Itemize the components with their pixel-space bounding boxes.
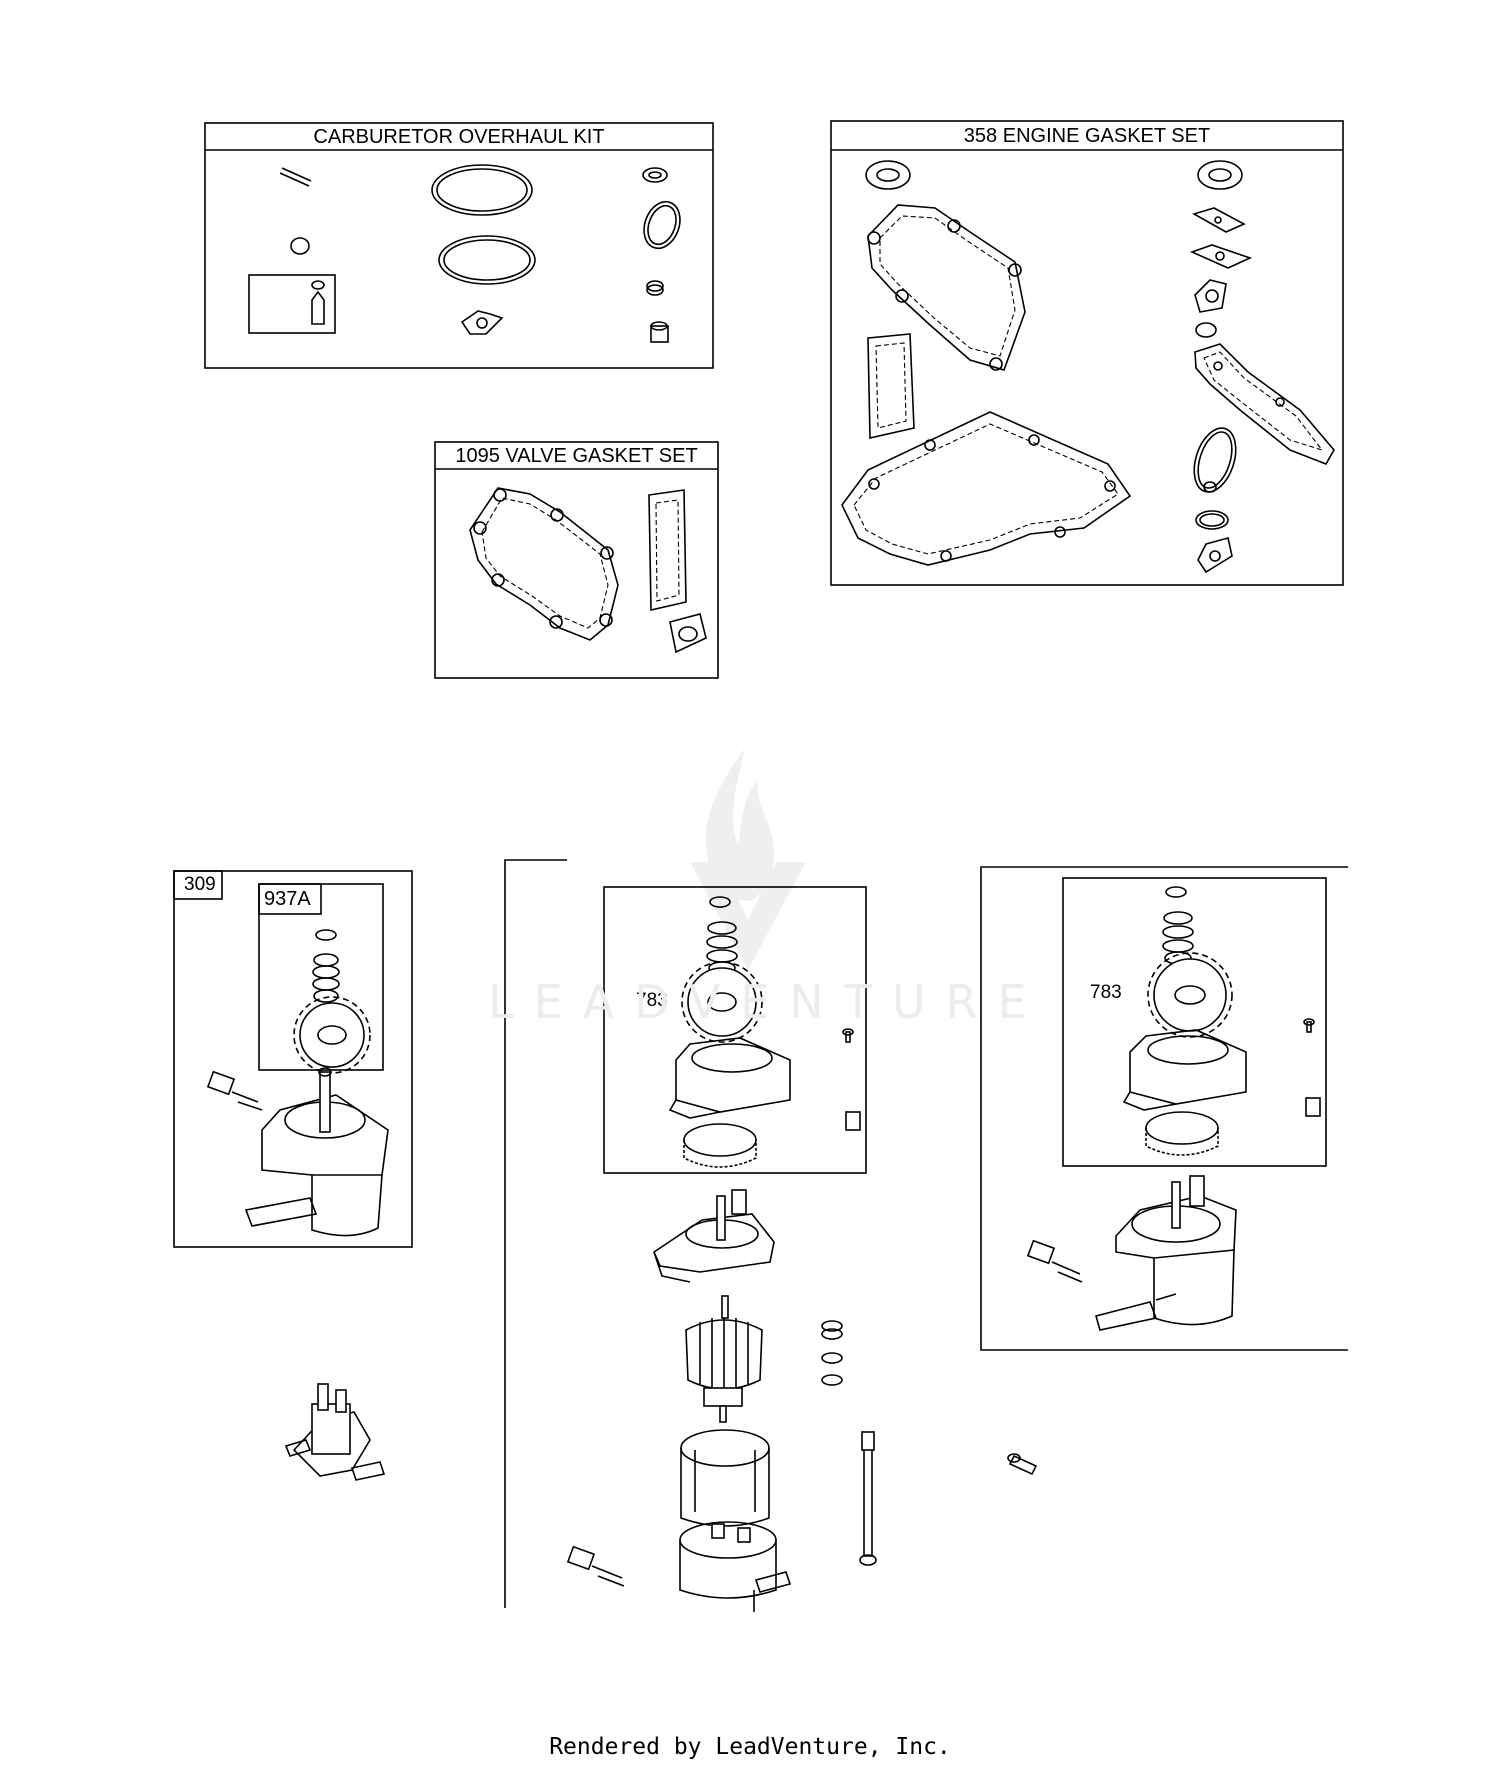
armature-icon xyxy=(685,1295,763,1423)
screw-icon xyxy=(1303,1018,1315,1033)
check-valve-icon xyxy=(248,274,336,334)
terminal-connector-icon xyxy=(1026,1239,1083,1283)
washer-icon xyxy=(646,280,664,296)
spring-icon xyxy=(706,921,738,975)
footer-credit: Rendered by LeadVenture, Inc. xyxy=(549,1734,951,1760)
washer-icon xyxy=(821,1320,843,1386)
clutch-icon xyxy=(1145,1111,1219,1156)
spring-icon xyxy=(1162,911,1194,965)
bushing-icon xyxy=(650,321,669,343)
callout-783-center: 783 xyxy=(636,990,668,1011)
o-ring-icon xyxy=(1195,322,1217,338)
field-housing-icon xyxy=(680,1429,770,1527)
engine-gasket-set-box xyxy=(830,120,1344,586)
watermark-text: LEADVENTURE xyxy=(488,975,1047,1029)
pin-icon xyxy=(279,167,312,187)
starter-assembly-box xyxy=(173,870,413,1248)
o-ring-icon xyxy=(1193,427,1237,493)
breather-gasket-icon xyxy=(1194,343,1335,465)
retainer-clip-icon xyxy=(315,929,337,941)
gasket-icon xyxy=(460,310,504,335)
center-starter-exploded-view xyxy=(504,859,877,1612)
gasket-icon xyxy=(1194,279,1227,313)
callout-937a: 937A xyxy=(264,888,311,910)
gasket-icon xyxy=(1189,244,1253,269)
starter-motor-icon xyxy=(244,1067,389,1237)
o-ring-icon xyxy=(643,200,681,250)
nut-icon xyxy=(845,1111,861,1131)
screw-icon xyxy=(1007,1453,1038,1476)
gasket-icon xyxy=(1191,207,1246,233)
valve-cover-gasket-icon xyxy=(648,489,687,611)
clutch-icon xyxy=(683,1123,757,1168)
screw-icon xyxy=(842,1028,854,1043)
float-bowl-gasket-icon xyxy=(431,164,533,216)
valve-gasket-set-title: 1095 VALVE GASKET SET xyxy=(455,445,698,467)
gasket-icon xyxy=(669,613,707,654)
cylinder-head-gasket-icon xyxy=(469,487,619,641)
drive-housing-icon xyxy=(1122,1029,1247,1111)
seal-icon xyxy=(1197,160,1243,190)
float-bowl-gasket-icon xyxy=(438,235,536,285)
solenoid-icon xyxy=(284,1383,386,1481)
gear-icon xyxy=(293,996,371,1074)
brush-end-cap-icon xyxy=(679,1521,792,1612)
retainer-clip-icon xyxy=(1165,886,1187,898)
terminal-connector-icon xyxy=(566,1545,625,1587)
seal-icon xyxy=(642,167,668,183)
spring-icon xyxy=(312,953,340,1003)
through-bolt-icon xyxy=(859,1431,877,1566)
drive-housing-icon xyxy=(668,1037,791,1119)
cylinder-head-gasket-icon xyxy=(867,204,1026,371)
carburetor-overhaul-kit-title: CARBURETOR OVERHAUL KIT xyxy=(313,126,605,148)
seal-icon xyxy=(865,160,911,190)
callout-783-right: 783 xyxy=(1090,982,1122,1003)
starter-motor-icon xyxy=(1095,1175,1237,1331)
retainer-clip-icon xyxy=(709,896,731,908)
valve-gasket-set-box xyxy=(434,441,719,679)
o-ring-icon xyxy=(290,237,310,255)
end-cap-icon xyxy=(653,1189,775,1283)
gear-icon xyxy=(681,961,763,1043)
gasket-icon xyxy=(1197,537,1233,574)
washer-icon xyxy=(1203,481,1217,493)
right-starter-assembly xyxy=(980,866,1348,1351)
nut-icon xyxy=(1305,1097,1321,1117)
valve-cover-gasket-icon xyxy=(867,333,915,439)
flame-logo-icon xyxy=(690,748,806,970)
gear-icon xyxy=(1147,952,1233,1038)
callout-309: 309 xyxy=(184,874,216,895)
terminal-connector-icon xyxy=(206,1070,263,1111)
o-ring-icon xyxy=(1195,510,1229,530)
engine-gasket-set-title: 358 ENGINE GASKET SET xyxy=(963,125,1211,147)
carburetor-overhaul-kit-box xyxy=(204,122,714,369)
crankcase-gasket-icon xyxy=(841,411,1132,566)
